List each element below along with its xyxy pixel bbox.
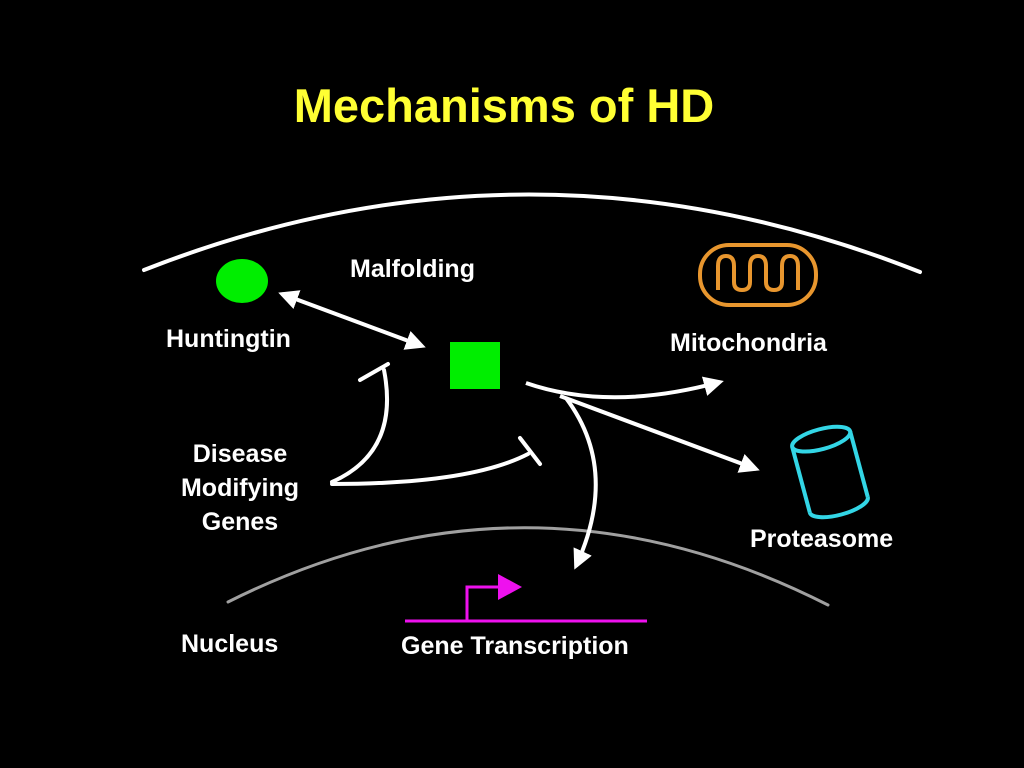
huntingtin-protein-icon [216, 259, 268, 303]
mitochondria-icon [698, 243, 818, 307]
arrow-to-gene-transcription [564, 396, 598, 570]
nuclear-membrane [226, 526, 830, 607]
disease-modifying-genes-label: Disease Modifying Genes [158, 437, 322, 539]
mitochondria-label: Mitochondria [670, 329, 827, 357]
inhibition-bar-malfolding [358, 362, 390, 382]
gene-promoter-icon [405, 574, 647, 623]
disease-modifying-genes-line-1: Disease [192, 440, 288, 468]
inhibition-to-malfolding [330, 368, 389, 484]
inhibition-to-downstream [330, 452, 530, 486]
disease-modifying-genes-line-2: Modifying [180, 474, 300, 502]
malfolding-arrow [278, 290, 426, 350]
huntingtin-label: Huntingtin [166, 325, 291, 353]
gene-transcription-label: Gene Transcription [401, 632, 629, 660]
nucleus-label: Nucleus [181, 630, 279, 658]
inhibition-bar-downstream [518, 436, 542, 466]
malfolding-label: Malfolding [350, 255, 475, 283]
slide-title: Mechanisms of HD [293, 79, 715, 132]
malfolded-huntingtin-icon [450, 342, 500, 389]
arrow-to-mitochondria [525, 376, 724, 400]
cell-membrane [142, 192, 922, 274]
proteasome-label: Proteasome [750, 525, 894, 553]
proteasome-icon [790, 424, 870, 520]
arrow-to-proteasome [559, 394, 760, 473]
disease-modifying-genes-line-3: Genes [201, 508, 279, 536]
